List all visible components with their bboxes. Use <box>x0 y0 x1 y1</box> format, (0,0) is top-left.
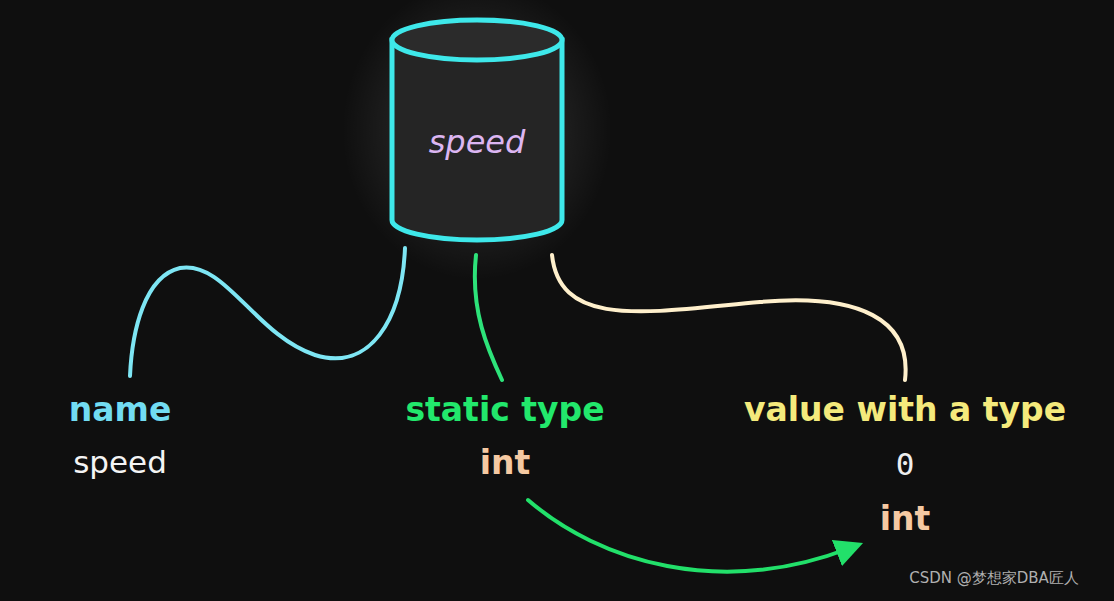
variable-name: speed <box>429 123 526 161</box>
type-keyword: int <box>880 500 931 538</box>
cylinder-top <box>392 20 562 60</box>
storage-cylinder: speed <box>386 12 568 248</box>
field-heading: name <box>69 391 172 429</box>
type-arrow <box>528 500 850 572</box>
type-keyword: int <box>480 444 531 482</box>
field-value: speed <box>73 445 167 481</box>
leader-line <box>552 255 906 380</box>
cylinder-body <box>392 40 562 240</box>
watermark: CSDN @梦想家DBA匠人 <box>909 570 1079 587</box>
field-value: 0 <box>896 447 915 483</box>
field-heading: static type <box>405 391 604 429</box>
leader-line <box>475 255 502 380</box>
leader-line <box>130 248 405 376</box>
glow <box>342 0 612 280</box>
field-heading: value with a type <box>744 391 1066 429</box>
